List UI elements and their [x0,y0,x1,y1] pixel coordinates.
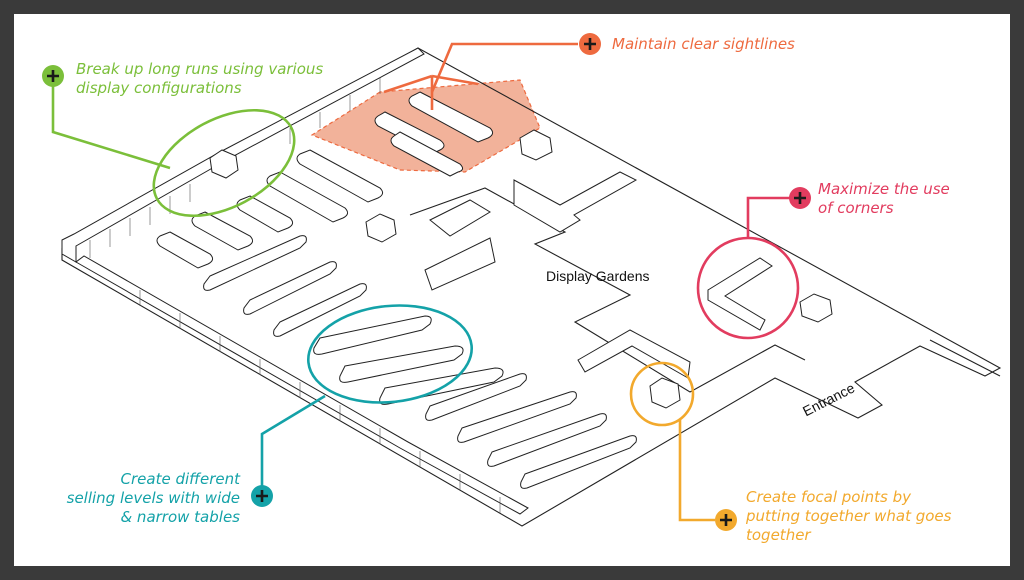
hex-display [649,377,681,409]
focal-displays [209,129,833,409]
hex-display [209,149,239,179]
callout-ring-green [152,108,296,218]
leader-pink [746,196,790,238]
callout-ring-orange [629,361,695,427]
callout-break-up-runs: Break up long runs using various display… [76,60,324,97]
plus-circle-icon [789,187,811,209]
hex-display [799,293,833,323]
display-table [408,91,494,143]
display-table [313,315,432,355]
leader-orange [678,420,715,522]
callout-selling-levels: Create different selling levels with wid… [66,470,240,526]
sightline-zone [310,79,541,173]
display-table [266,171,349,223]
display-table [296,149,384,203]
plus-circle-icon [42,65,64,87]
display-table [191,211,254,251]
display-table [487,413,607,467]
display-table [339,345,464,383]
display-table [156,231,214,269]
floor-outline [61,47,1002,527]
display-table [390,131,464,177]
display-table [273,283,367,337]
sightline-arrow-right [431,74,479,86]
display-gardens-label: Display Gardens [546,268,650,284]
callout-graphics [51,42,800,522]
perimeter-shelving [61,47,773,515]
display-tables [156,91,637,489]
callout-sightlines: Maintain clear sightlines [612,35,795,53]
hex-display [519,129,553,161]
hex-display [365,213,397,243]
plus-circle-icon [251,485,273,507]
display-table [520,435,637,489]
leader-green [51,80,171,170]
display-table [425,373,527,421]
leader-teal [260,394,326,488]
callout-corners: Maximize the use of corners [818,180,950,217]
callout-ring-teal [306,304,474,404]
display-table [243,261,337,315]
display-table [457,391,577,443]
sightline-arrow-left [383,74,433,94]
plus-circle-icon [715,509,737,531]
callout-focal-points: Create focal points by putting together … [746,488,952,544]
display-table [236,195,294,233]
display-table [203,235,307,291]
plus-circle-icon [579,33,601,55]
